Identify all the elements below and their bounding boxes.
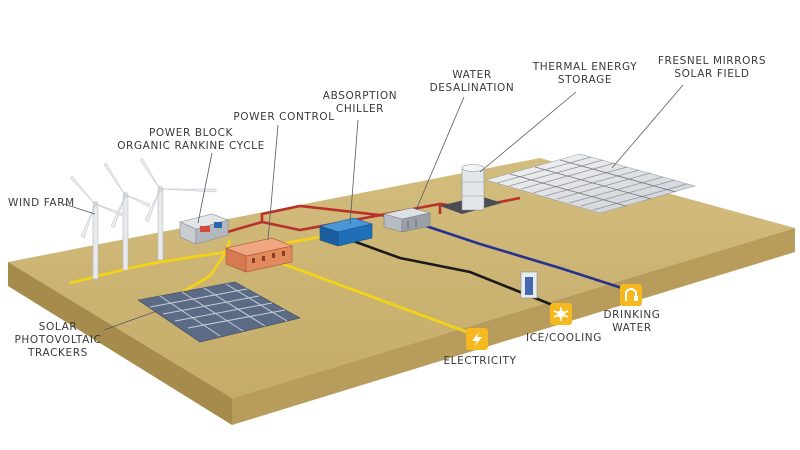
- leader-lines: [63, 84, 684, 331]
- power-control-building: [224, 237, 294, 273]
- label-electricity: ELECTRICITY: [443, 355, 517, 367]
- water-line: [419, 222, 629, 292]
- label-drinking-water: DRINKING WATER: [603, 309, 661, 334]
- label-ice-cooling: ICE/COOLING: [526, 332, 602, 344]
- label-fresnel-mirrors: FRESNEL MIRRORS SOLAR FIELD: [657, 55, 767, 80]
- cooling-line: [344, 236, 561, 310]
- ice-cooling-badge: [550, 303, 572, 325]
- lightning-icon: [472, 332, 482, 347]
- label-solar-pv: SOLAR PHOTOVOLTAIC TRACKERS: [14, 321, 102, 359]
- absorption-chiller-container: [318, 217, 374, 247]
- pv-tracker-array: [137, 281, 301, 343]
- thermal-storage-tank: [440, 164, 502, 214]
- label-wind-farm: WIND FARM: [8, 197, 75, 209]
- desalination-unit: [383, 207, 431, 233]
- power-block-building: [179, 213, 229, 245]
- label-absorption-chiller: ABSORPTION CHILLER: [322, 90, 398, 115]
- ground-front-side: [8, 262, 232, 425]
- wind-turbine: [139, 157, 217, 261]
- label-thermal-energy-storage: THERMAL ENERGY STORAGE: [532, 61, 638, 86]
- ground-right-side: [232, 228, 795, 425]
- faucet-icon: [625, 288, 637, 301]
- wind-turbine: [103, 162, 151, 271]
- electricity-badge: [466, 328, 488, 350]
- drinking-water-badge: [620, 284, 642, 306]
- snowflake-icon: [553, 307, 569, 321]
- fresnel-mirror-field: [484, 153, 697, 214]
- label-power-block: POWER BLOCK ORGANIC RANKINE CYCLE: [117, 127, 265, 152]
- label-power-control: POWER CONTROL: [233, 111, 335, 123]
- label-water-desalination: WATER DESALINATION: [429, 69, 515, 94]
